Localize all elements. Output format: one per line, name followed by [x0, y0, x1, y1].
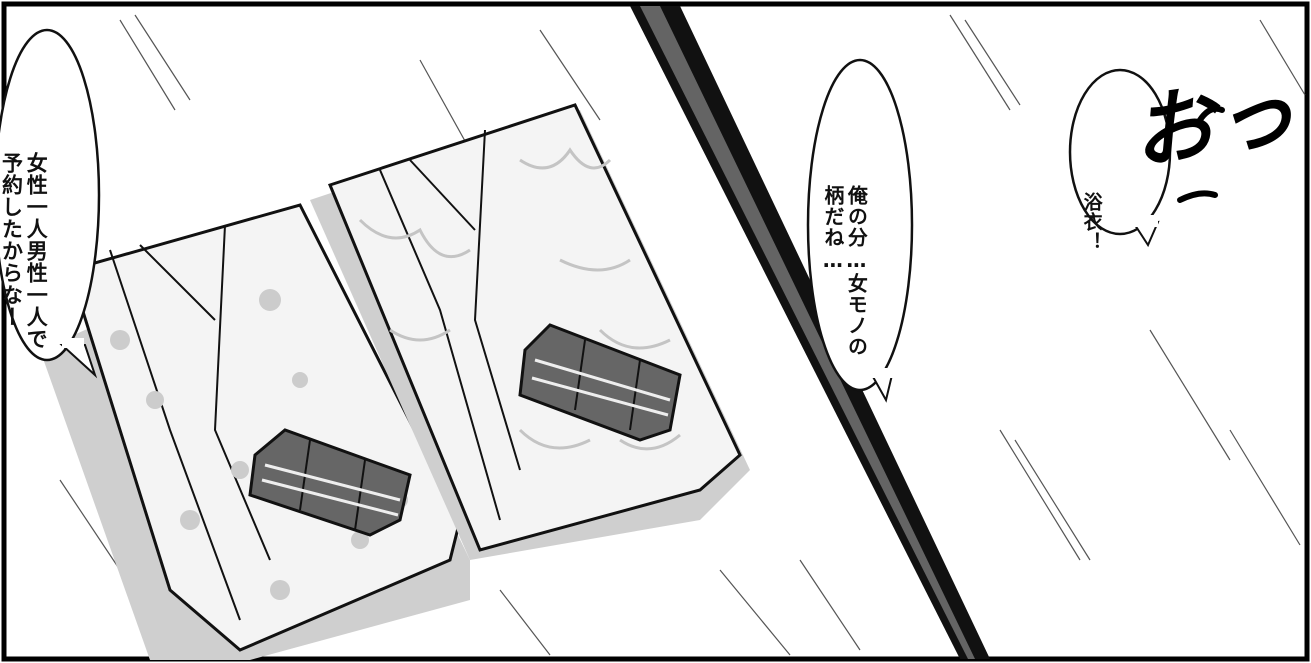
left-bubble-text: 女性一人男性一人で 予約したからなー	[0, 52, 73, 350]
right-bubble-text: 浴衣！	[1058, 100, 1125, 252]
left-obi	[248, 428, 412, 537]
dark-diagonal-streak	[630, 6, 990, 659]
left-bubble-line-1: 女性一人男性一人で	[24, 152, 49, 350]
left-bubble-line-2: 予約したからなー	[0, 152, 24, 328]
speed-lines	[59, 14, 1306, 656]
left-speech-bubble	[0, 28, 101, 379]
middle-bubble-line-1: 俺の分…女モノの	[844, 185, 869, 357]
right-obi	[518, 323, 682, 442]
middle-bubble-line-2: 柄だね…	[820, 185, 845, 273]
right-yukata	[327, 103, 742, 552]
right-speech-bubble	[1068, 68, 1172, 248]
left-yukata	[68, 203, 462, 652]
middle-speech-bubble	[806, 58, 914, 403]
right-bubble-line-1: 浴衣！	[1080, 192, 1103, 252]
middle-bubble-text: 俺の分…女モノの 柄だね…	[797, 85, 891, 365]
sfx-strokes	[1177, 105, 1225, 203]
sfx-text: おっ	[1126, 64, 1302, 182]
